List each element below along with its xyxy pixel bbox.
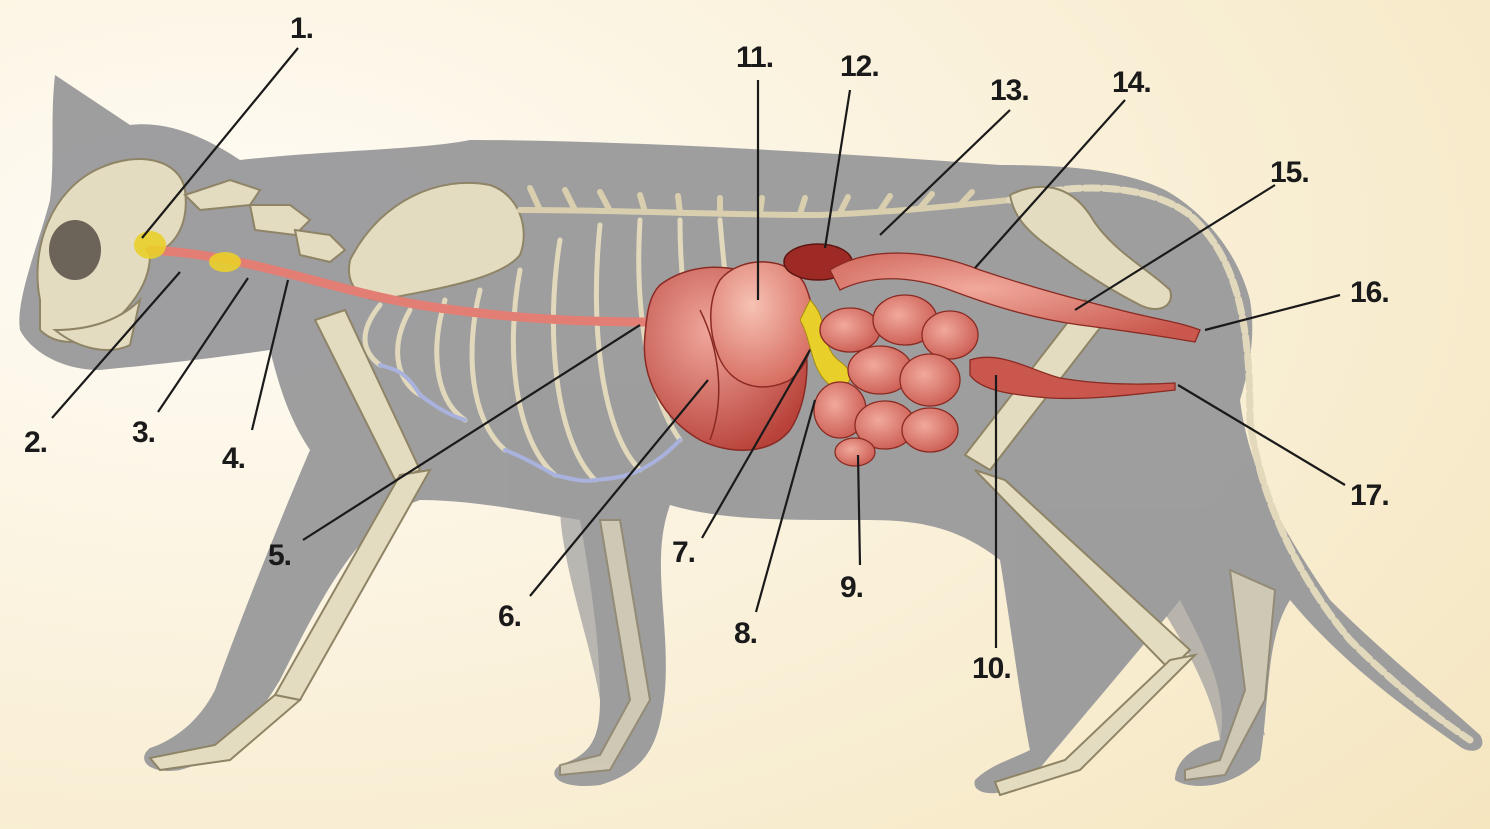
stomach <box>711 262 814 387</box>
label-8: 8. <box>734 617 757 650</box>
label-7: 7. <box>672 536 695 569</box>
label-12: 12. <box>840 50 879 83</box>
eye-socket <box>49 220 101 280</box>
label-9: 9. <box>840 571 863 604</box>
label-5: 5. <box>268 539 291 572</box>
label-17: 17. <box>1350 479 1389 512</box>
label-13: 13. <box>990 74 1029 107</box>
label-2: 2. <box>24 426 47 459</box>
label-16: 16. <box>1350 276 1389 309</box>
label-11: 11. <box>736 41 773 74</box>
label-14: 14. <box>1112 66 1151 99</box>
label-1: 1. <box>290 12 313 45</box>
label-3: 3. <box>132 416 155 449</box>
label-6: 6. <box>498 600 521 633</box>
label-4: 4. <box>222 442 245 475</box>
gland-salivary <box>134 231 166 259</box>
label-15: 15. <box>1270 156 1309 189</box>
gland-thyroid <box>209 252 241 272</box>
label-10: 10. <box>972 652 1011 685</box>
